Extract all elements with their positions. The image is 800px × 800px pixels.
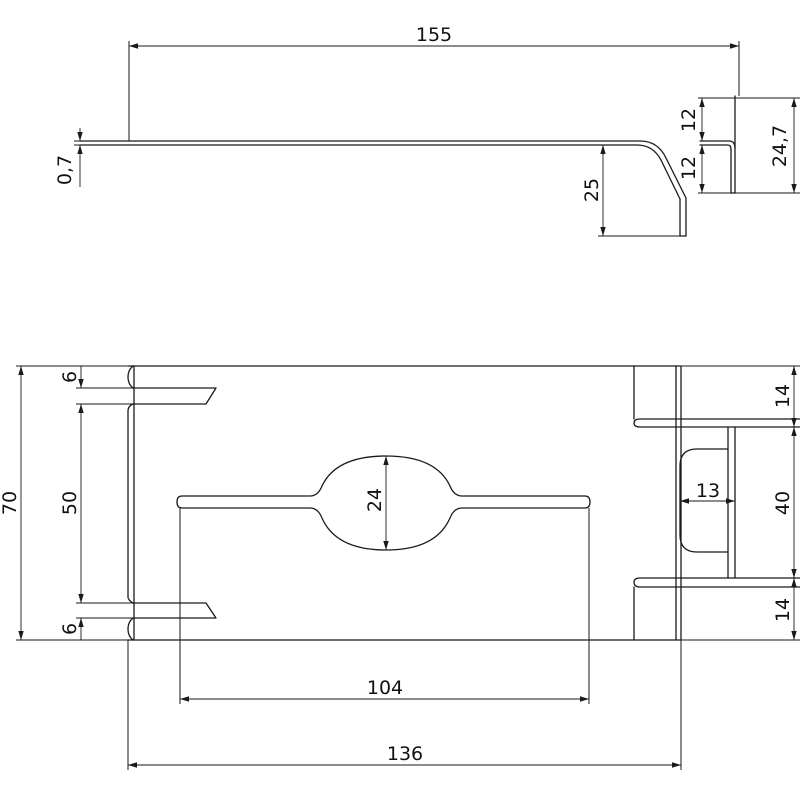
- dim-label-tab-bottom: 14: [772, 598, 794, 622]
- dim-label-plate-length: 136: [387, 743, 423, 765]
- dim-label-plate-height: 70: [0, 491, 21, 515]
- dim-label-slot-bottom-width: 6: [59, 623, 81, 635]
- left-edge-bottom: [127, 617, 134, 641]
- plan-view: 70 6 50 6 24 104 136 14 40: [0, 365, 800, 770]
- dim-label-slot-length: 104: [367, 677, 403, 699]
- side-flange-bottom-bend: [699, 144, 732, 151]
- dim-label-top-width: 155: [416, 24, 452, 46]
- right-slot-top: [633, 418, 800, 428]
- dim-label-tab-top: 14: [772, 384, 794, 408]
- dim-label-flange-lower: 12: [678, 156, 700, 180]
- left-slot-top: [132, 387, 217, 405]
- side-view: 155 0,7 25 12 12 24,7: [54, 24, 800, 237]
- dim-label-thickness: 0,7: [54, 155, 76, 185]
- left-edge-middle: [127, 403, 134, 604]
- dim-label-flange-upper: 12: [678, 108, 700, 132]
- dim-label-slot-top-width: 6: [59, 371, 81, 383]
- side-profile-top-edge: [79, 140, 687, 237]
- left-edge-top: [127, 365, 134, 389]
- dim-label-flange-total: 24,7: [769, 125, 791, 167]
- side-profile-bottom-edge: [79, 144, 681, 237]
- dim-label-slot-spacing: 50: [59, 491, 81, 515]
- dim-label-bend-height: 25: [581, 178, 603, 202]
- dim-label-keyhole-diameter: 24: [364, 488, 386, 512]
- left-slot-bottom: [132, 602, 217, 619]
- dim-label-tab-middle: 40: [772, 491, 794, 515]
- right-slot-bottom: [633, 577, 800, 588]
- dim-label-notch-depth: 13: [696, 480, 720, 502]
